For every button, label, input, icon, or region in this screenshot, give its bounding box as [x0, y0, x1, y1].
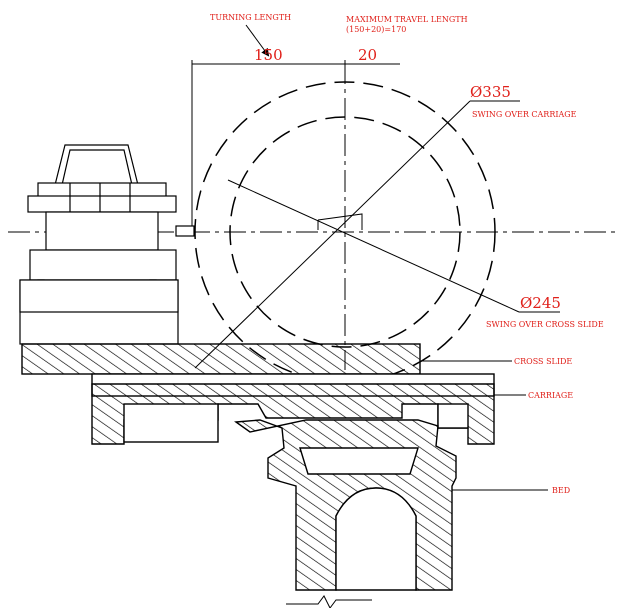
- tool-post-base-upper: [19, 279, 179, 313]
- leader-245: [227, 179, 520, 313]
- cross-slide-label: CROSS SLIDE: [514, 357, 572, 366]
- tool-bit: [175, 225, 195, 237]
- carriage-right-gib: [437, 403, 469, 429]
- dimension-20: 20: [358, 46, 377, 64]
- turning-length-arrow: [245, 24, 270, 57]
- tool-tip: [317, 213, 363, 230]
- cross-slide: [21, 343, 421, 375]
- tool-post: [19, 144, 195, 345]
- diameter-335-label: Ø335: [470, 83, 511, 101]
- max-travel-formula: (150+20)=170: [346, 25, 406, 34]
- tool-post-handle-inner: [61, 149, 133, 186]
- leader-335: [194, 100, 471, 369]
- swing-over-cross-slide-label: SWING OVER CROSS SLIDE: [486, 320, 604, 329]
- diameter-245-label: Ø245: [520, 294, 561, 312]
- max-travel-label: MAXIMUM TRAVEL LENGTH: [346, 15, 468, 24]
- carriage-left-gib: [123, 403, 219, 443]
- swing-over-carriage-label: SWING OVER CARRIAGE: [472, 110, 577, 119]
- carriage-label: CARRIAGE: [528, 391, 573, 400]
- bed-break-line: [286, 595, 372, 608]
- dimension-lines: [191, 24, 400, 232]
- bed-label: BED: [552, 486, 570, 495]
- clamp-nut: [37, 182, 167, 198]
- tool-holder: [29, 249, 177, 281]
- dimension-150: 150: [254, 46, 283, 64]
- bed-core: [335, 487, 417, 591]
- tool-tip-outline: [317, 213, 363, 230]
- tool-post-block: [45, 211, 159, 251]
- tool-post-handle: [54, 144, 139, 186]
- bed: [234, 419, 457, 591]
- diameter-leaders: [194, 100, 560, 369]
- turning-length-label: TURNING LENGTH: [210, 13, 291, 22]
- clamp-nut-lower: [27, 195, 177, 213]
- bed-way-slot: [299, 447, 419, 475]
- carriage: [91, 373, 495, 445]
